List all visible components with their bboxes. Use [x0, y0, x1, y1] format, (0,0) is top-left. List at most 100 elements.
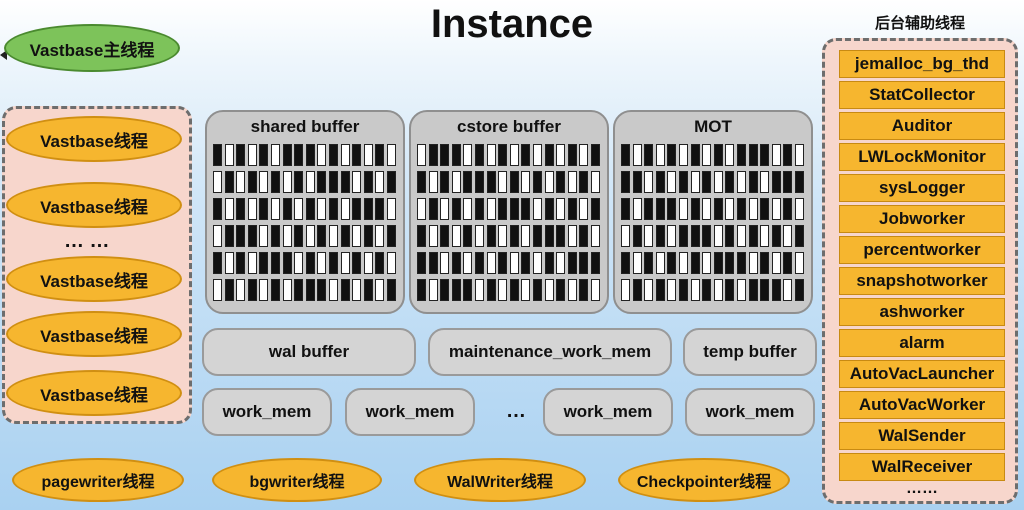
buffer-page-cell: [282, 252, 292, 274]
buffer-page-cell: [737, 279, 746, 301]
buffer-page-cell: [713, 279, 723, 301]
buffer-page-cell: [282, 279, 292, 301]
buffer-page-cell: [725, 225, 735, 247]
buffer-page-cell: [352, 279, 362, 301]
buffer-page-cell: [271, 279, 280, 301]
buffer-page-cell: [632, 279, 642, 301]
shared-buffer-block: shared buffer: [205, 110, 405, 314]
background-thread-item: percentworker: [839, 236, 1005, 264]
buffer-page-cell: [387, 198, 396, 220]
buffer-page-cell: [247, 279, 257, 301]
buffer-page-cell: [521, 171, 531, 193]
buffer-page-cell: [795, 171, 804, 193]
buffer-page-cell: [544, 279, 554, 301]
buffer-page-cell: [579, 279, 589, 301]
buffer-page-cell: [294, 144, 304, 166]
buffer-page-cell: [329, 144, 338, 166]
wal-buffer: wal buffer: [202, 328, 416, 376]
buffer-page-cell: [667, 279, 677, 301]
buffer-page-cell: [224, 252, 234, 274]
buffer-page-cell: [795, 144, 804, 166]
buffer-page-cell: [317, 171, 327, 193]
buffer-page-cell: [387, 171, 396, 193]
buffer-page-cell: [417, 279, 426, 301]
buffer-page-cell: [417, 171, 426, 193]
buffer-page-cell: [579, 171, 589, 193]
mot-label: MOT: [694, 117, 732, 136]
buffer-page-cell: [795, 198, 804, 220]
buffer-page-cell: [317, 144, 327, 166]
buffer-page-cell: [702, 171, 712, 193]
buffer-page-cell: [521, 144, 531, 166]
buffer-page-cell: [771, 144, 781, 166]
buffer-page-cell: [247, 252, 257, 274]
buffer-page-cell: [259, 171, 269, 193]
buffer-page-cell: [236, 144, 246, 166]
buffer-page-cell: [783, 225, 793, 247]
pagewriter-thread: pagewriter线程: [12, 458, 184, 502]
buffer-page-cell: [760, 144, 770, 166]
buffer-page-cell: [451, 225, 461, 247]
buffer-page-cell: [475, 252, 484, 274]
buffer-page-cell: [760, 198, 770, 220]
buffer-page-cell: [632, 171, 642, 193]
buffer-page-cell: [644, 144, 654, 166]
buffer-page-cell: [644, 225, 654, 247]
buffer-page-cell: [567, 279, 577, 301]
buffer-page-cell: [340, 279, 350, 301]
user-thread-3: Vastbase线程: [6, 256, 182, 302]
buffer-page-cell: [317, 225, 327, 247]
buffer-page-cell: [644, 198, 654, 220]
buffer-page-cell: [621, 225, 630, 247]
buffer-page-cell: [340, 171, 350, 193]
buffer-page-cell: [329, 198, 338, 220]
background-thread-item: StatCollector: [839, 81, 1005, 109]
buffer-page-cell: [486, 171, 496, 193]
buffer-page-cell: [783, 144, 793, 166]
buffer-page-cell: [737, 198, 746, 220]
buffer-page-cell: [282, 198, 292, 220]
buffer-page-cell: [486, 279, 496, 301]
buffer-page-cell: [475, 198, 484, 220]
buffer-page-cell: [509, 171, 519, 193]
buffer-page-cell: [440, 225, 450, 247]
user-thread-5: Vastbase线程: [6, 370, 182, 416]
buffer-page-cell: [556, 198, 566, 220]
buffer-page-cell: [224, 171, 234, 193]
buffer-page-cell: [644, 252, 654, 274]
buffer-page-cell: [363, 144, 373, 166]
buffer-page-cell: [644, 171, 654, 193]
buffer-page-cell: [690, 279, 700, 301]
buffer-page-cell: [795, 225, 804, 247]
buffer-page-cell: [428, 198, 438, 220]
buffer-page-cell: [533, 144, 542, 166]
buffer-page-cell: [591, 252, 600, 274]
buffer-page-cell: [463, 171, 473, 193]
buffer-page-cell: [213, 198, 222, 220]
user-thread-2: Vastbase线程: [6, 182, 182, 228]
buffer-page-cell: [748, 279, 758, 301]
buffer-page-cell: [247, 171, 257, 193]
buffer-page-cell: [655, 279, 665, 301]
buffer-page-cell: [632, 225, 642, 247]
buffer-page-cell: [591, 225, 600, 247]
background-thread-item: WalReceiver: [839, 453, 1005, 481]
buffer-page-cell: [305, 171, 315, 193]
buffer-page-cell: [667, 171, 677, 193]
buffer-page-cell: [236, 279, 246, 301]
buffer-page-cell: [621, 144, 630, 166]
buffer-page-cell: [428, 171, 438, 193]
buffer-page-cell: [440, 279, 450, 301]
buffer-page-cell: [655, 171, 665, 193]
buffer-page-cell: [451, 144, 461, 166]
buffer-page-cell: [667, 144, 677, 166]
buffer-page-cell: [259, 252, 269, 274]
buffer-page-cell: [509, 144, 519, 166]
buffer-page-cell: [236, 225, 246, 247]
user-thread-4: Vastbase线程: [6, 311, 182, 357]
buffer-page-cell: [387, 144, 396, 166]
buffer-page-cell: [340, 252, 350, 274]
buffer-page-cell: [340, 144, 350, 166]
buffer-page-cell: [509, 198, 519, 220]
buffer-page-cell: [271, 144, 280, 166]
